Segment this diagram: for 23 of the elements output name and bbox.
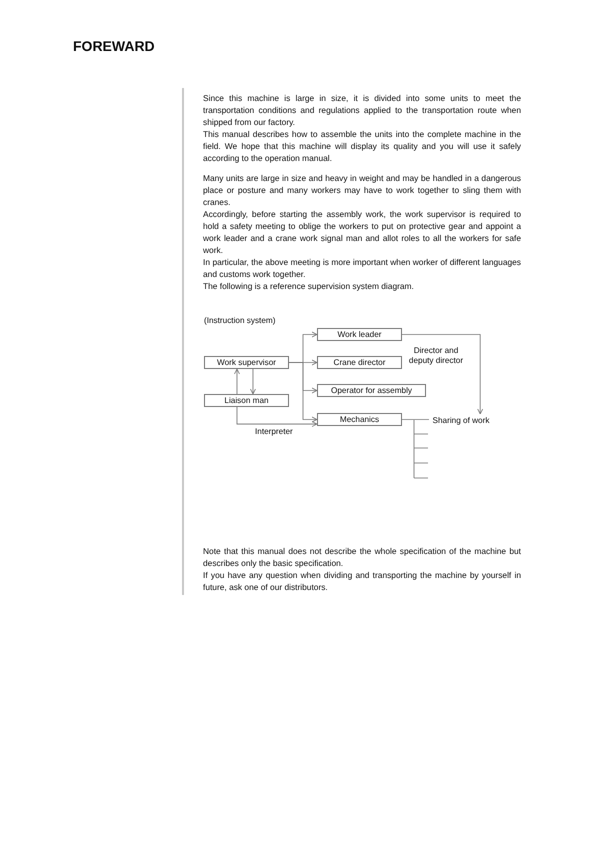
body-paragraph: If you have any question when dividing and transporting the machine by yourself in future, ask one of our distributors.: [203, 569, 521, 593]
role-box: Operator for assembly: [317, 384, 426, 397]
connector-arrow: [288, 362, 318, 422]
body-paragraph: Since this machine is large in size, it is divided into some units to meet the transportation conditions and regulations applied to the transportation route when shipped from our factory.: [203, 92, 521, 128]
edge-label: Interpreter: [254, 427, 294, 436]
connector-arrow: [234, 368, 240, 394]
role-box: Work leader: [317, 328, 402, 341]
page-title: FOREWARD: [73, 38, 155, 54]
body-paragraph: The following is a reference supervision system diagram.: [203, 280, 415, 292]
body-paragraph: This manual describes how to assemble the units into the complete machine in the field. We hope that this machine will display its quality and you will use it safely according to the operation manual.: [203, 128, 521, 164]
connector-arrow: [250, 368, 256, 394]
role-box: Mechanics: [317, 413, 402, 426]
body-paragraph: In particular, the above meeting is more important when worker of different languages and customs work together.: [203, 256, 521, 280]
role-box: Liaison man: [204, 394, 289, 407]
role-box: Work supervisor: [204, 356, 289, 369]
body-paragraph: Note that this manual does not describe the whole specification of the machine but describes only the basic specification.: [203, 545, 521, 569]
role-box: Crane director: [317, 356, 402, 369]
connector-arrow: [402, 334, 484, 414]
connector-arrow: [236, 406, 318, 427]
body-paragraph: Accordingly, before starting the assembly work, the work supervisor is required to hold a safety meeting to oblige the workers to put on protective gear and appoint a work leader and a crane work signal man and allot roles to all the workers for safe work.: [203, 208, 521, 256]
diagram-note: (Instruction system): [204, 316, 276, 326]
diagram-note: Director and deputy director: [408, 346, 464, 366]
body-paragraph: Many units are large in size and heavy in weight and may be handled in a dangerous place or posture and many workers may have to work together to sling them with cranes.: [203, 172, 521, 208]
